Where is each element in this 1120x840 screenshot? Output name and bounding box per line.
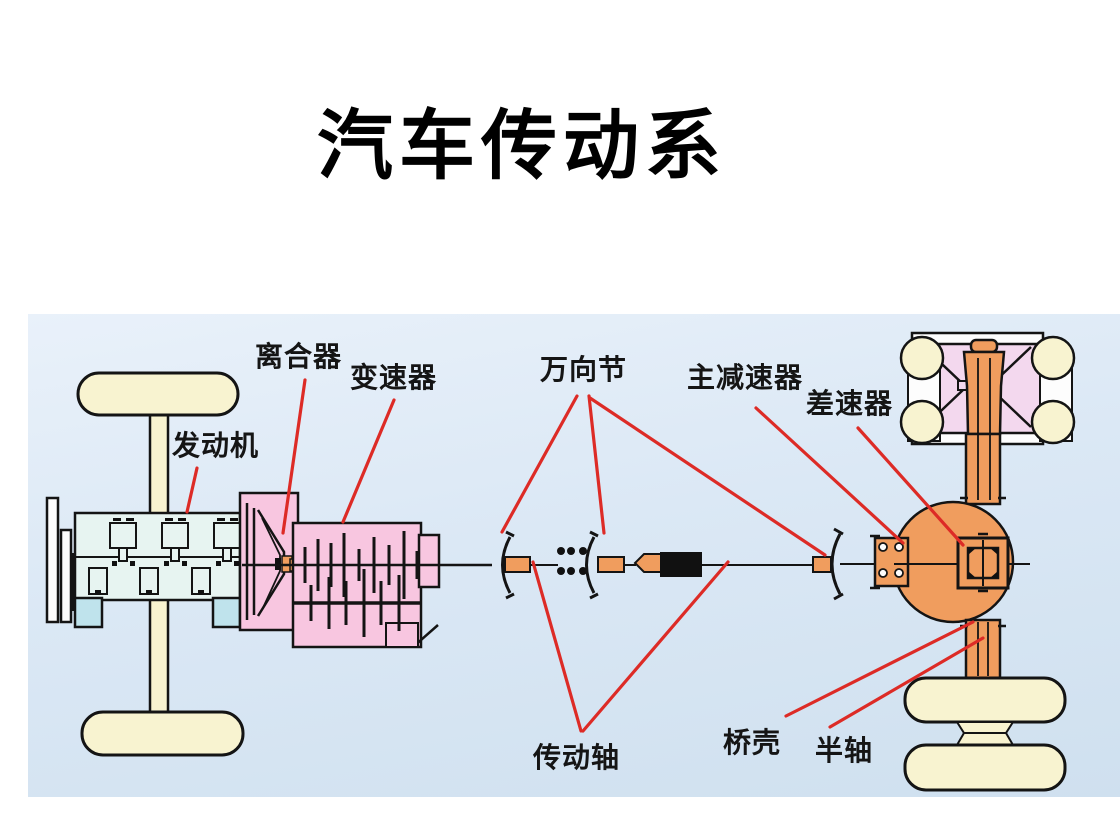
label-differential: 差速器 [806,387,894,420]
universal-joint-1 [501,536,512,594]
engine-crankcase [88,567,211,595]
pointer-line-driveshaft-2 [581,560,730,733]
engine-mount-right [211,596,242,629]
drivetrain-diagram-panel: 离合器 变速器 发动机 万向节 主减速器 差速器 传动轴 桥壳 半轴 [28,314,1120,797]
pointer-line-gearbox [341,398,396,524]
pointer-line-differential [856,426,965,547]
rear-wheels-bottom [903,676,1067,792]
engine-mount-left [73,596,104,629]
differential-case [956,536,1010,590]
label-engine: 发动机 [172,429,260,462]
universal-joint-2 [585,536,596,594]
drivetrain-diagram [45,331,1076,792]
pointer-line-ujoint-2 [587,394,606,535]
label-axle-housing: 桥壳 [723,726,782,759]
pointer-line-ujoint-1 [500,394,579,534]
pointer-line-axle-housing [784,620,975,718]
label-universal-joint: 万向节 [540,353,628,386]
pointer-line-half-shaft [828,636,985,729]
pointer-line-clutch [281,378,307,535]
clutch-drawing [238,491,301,632]
annotation-lines [185,378,985,733]
pointer-line-final-drive [754,406,905,545]
gearbox-drawing [242,521,492,649]
label-gearbox: 变速器 [350,361,438,394]
pointer-line-engine [185,466,199,514]
axle-housing-tube [964,618,1002,680]
universal-joint-3 [830,533,842,595]
label-final-drive: 主减速器 [687,361,804,394]
propeller-shaft-drawing [501,527,875,601]
engine-drawing [45,496,242,629]
front-wheel-top [76,371,240,417]
label-drive-shaft: 传动轴 [533,741,621,774]
label-half-shaft: 半轴 [815,734,874,767]
slide-title: 汽车传动系 [317,101,727,190]
front-wheel-bottom [80,710,245,757]
label-clutch: 离合器 [255,340,343,373]
pointer-line-driveshaft-1 [531,560,583,733]
rear-axle-drawing [870,338,1030,680]
pointer-line-ujoint-3 [588,396,827,557]
